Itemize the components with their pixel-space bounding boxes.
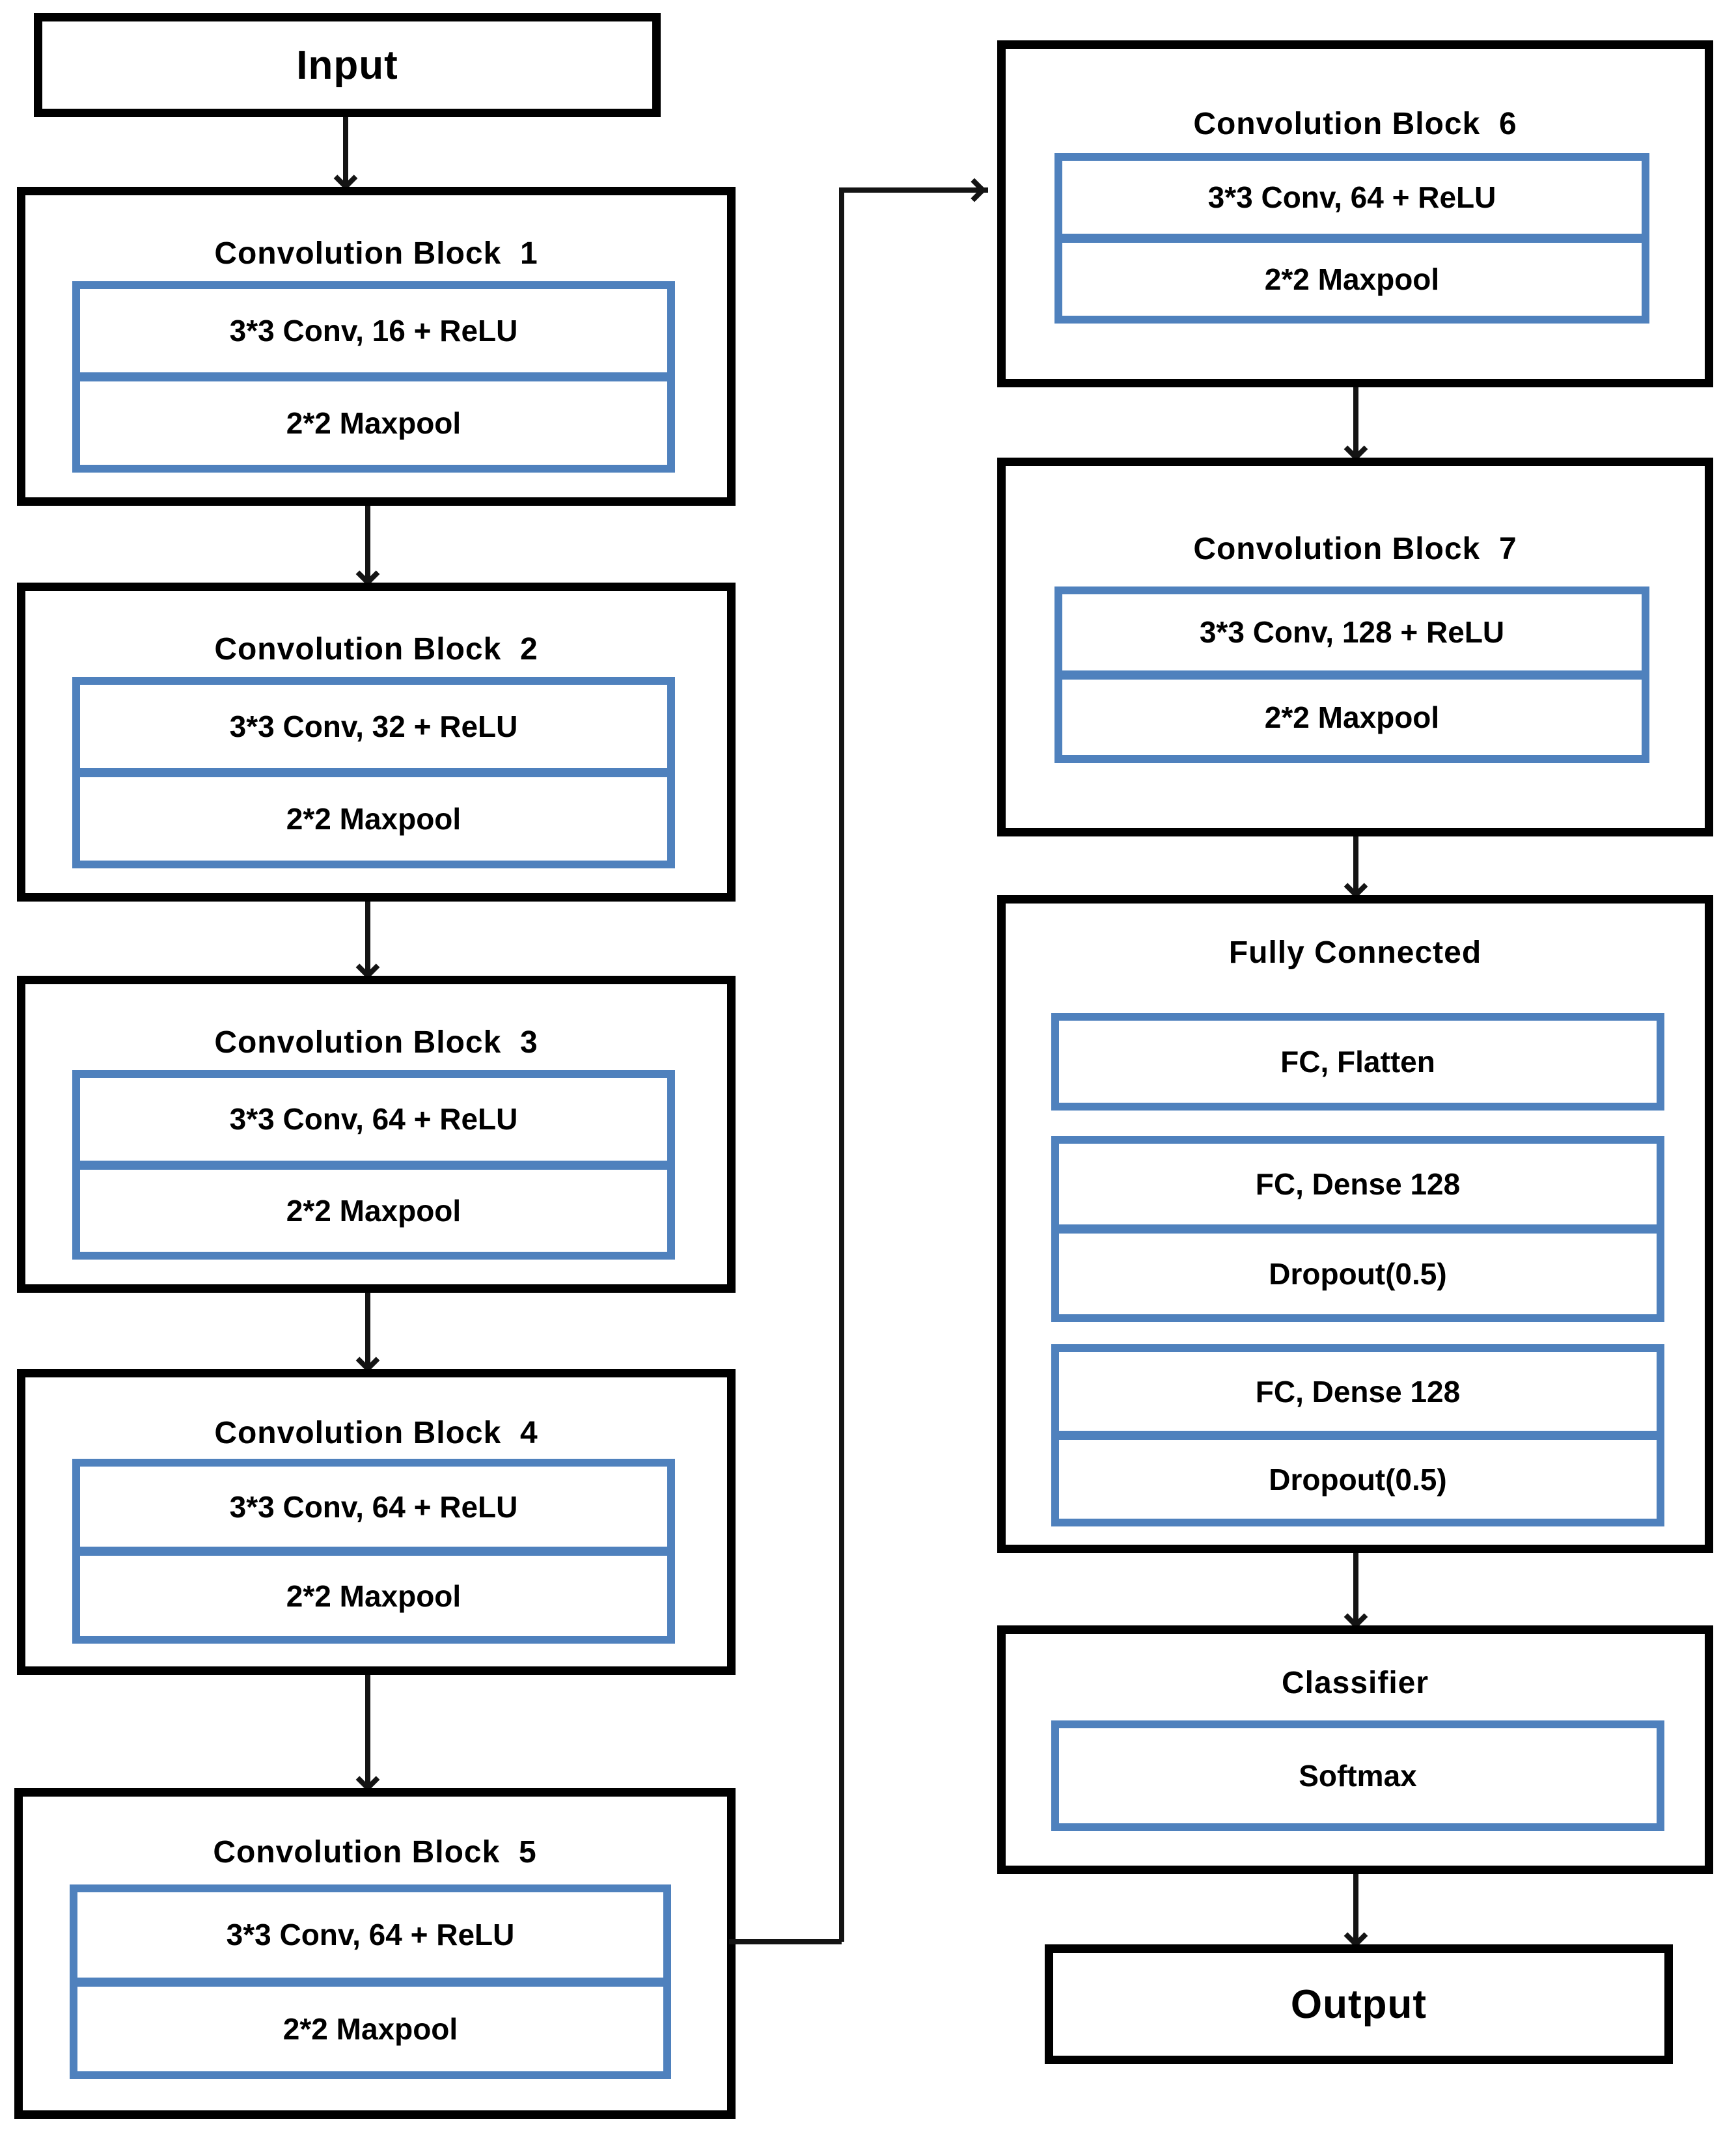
arrow-line [1353,836,1358,891]
arrow-line [343,117,348,183]
conv-layer: 3*3 Conv, 32 + ReLU [80,685,667,768]
block-title: Classifier [1281,1666,1429,1700]
block-title: Fully Connected [1228,935,1482,970]
arrow-line [1353,1874,1358,1940]
arrow-line [1353,1553,1358,1622]
output-label: Output [1290,1981,1427,2027]
arrow-right-icon [962,178,987,202]
conv-layer: 3*3 Conv, 64 + ReLU [80,1078,667,1161]
connector-segment-horizontal-bottom [729,1939,842,1944]
conv-layer: 3*3 Conv, 64 + ReLU [80,1467,667,1547]
input-box: Input [34,13,661,117]
input-label: Input [296,42,398,88]
softmax-layer: Softmax [1059,1728,1657,1823]
block-title: Convolution Block 6 [1193,107,1517,141]
output-box: Output [1045,1944,1673,2064]
layer-group: 3*3 Conv, 128 + ReLU 2*2 Maxpool [1054,586,1649,763]
block-title: Convolution Block 4 [214,1416,538,1450]
arrow-line [365,1293,370,1365]
maxpool-layer: 2*2 Maxpool [80,1547,667,1636]
arrow-block6-to-block7 [1343,387,1368,462]
conv-layer: 3*3 Conv, 64 + ReLU [77,1892,663,1978]
conv-block-1: Convolution Block 1 3*3 Conv, 16 + ReLU … [17,187,736,506]
conv-layer: 3*3 Conv, 64 + ReLU [1062,161,1642,234]
block-title: Convolution Block 1 [214,236,538,271]
arrow-input-to-block1 [333,117,358,191]
arrow-block1-to-block2 [355,506,380,586]
maxpool-layer: 2*2 Maxpool [80,1160,667,1252]
arrow-block2-to-block3 [355,902,380,980]
dense-layer: FC, Dense 128 [1059,1144,1657,1224]
maxpool-layer: 2*2 Maxpool [80,768,667,861]
layer-group: 3*3 Conv, 64 + ReLU 2*2 Maxpool [72,1070,675,1260]
flatten-layer: FC, Flatten [1059,1021,1657,1103]
conv-block-4: Convolution Block 4 3*3 Conv, 64 + ReLU … [17,1369,736,1675]
conv-block-6: Convolution Block 6 3*3 Conv, 64 + ReLU … [997,40,1713,387]
arrow-line [1353,387,1358,454]
layer-group: 3*3 Conv, 64 + ReLU 2*2 Maxpool [72,1459,675,1644]
arrow-block4-to-block5 [355,1675,380,1792]
dense-dropout-group-1: FC, Dense 128 Dropout(0.5) [1051,1136,1664,1322]
dense-layer: FC, Dense 128 [1059,1352,1657,1431]
conv-block-3: Convolution Block 3 3*3 Conv, 64 + ReLU … [17,976,736,1293]
maxpool-layer: 2*2 Maxpool [77,1977,663,2071]
maxpool-layer: 2*2 Maxpool [1062,234,1642,316]
arrow-line [365,506,370,579]
block-title: Convolution Block 3 [214,1025,538,1060]
connector-segment-horizontal-top [842,187,988,193]
arrow-classifier-to-output [1343,1874,1368,1948]
conv-layer: 3*3 Conv, 16 + ReLU [80,289,667,372]
arrow-block7-to-fully-connected [1343,836,1368,899]
conv-layer: 3*3 Conv, 128 + ReLU [1062,594,1642,670]
block-title: Convolution Block 2 [214,632,538,667]
conv-block-7: Convolution Block 7 3*3 Conv, 128 + ReLU… [997,458,1713,836]
conv-block-5: Convolution Block 5 3*3 Conv, 64 + ReLU … [14,1788,736,2119]
flatten-box: FC, Flatten [1051,1013,1664,1111]
conv-block-2: Convolution Block 2 3*3 Conv, 32 + ReLU … [17,583,736,902]
layer-group: 3*3 Conv, 32 + ReLU 2*2 Maxpool [72,677,675,868]
layer-group: 3*3 Conv, 16 + ReLU 2*2 Maxpool [72,281,675,473]
connector-segment-vertical [839,187,844,1942]
arrow-fully-connected-to-classifier [1343,1553,1368,1629]
fully-connected-block: Fully Connected FC, Flatten FC, Dense 12… [997,895,1713,1553]
maxpool-layer: 2*2 Maxpool [1062,670,1642,755]
layer-group: 3*3 Conv, 64 + ReLU 2*2 Maxpool [70,1884,671,2079]
dropout-layer: Dropout(0.5) [1059,1224,1657,1314]
layer-group: 3*3 Conv, 64 + ReLU 2*2 Maxpool [1054,153,1649,324]
softmax-box: Softmax [1051,1720,1664,1831]
block-title: Convolution Block 5 [213,1835,537,1870]
arrow-line [365,902,370,972]
maxpool-layer: 2*2 Maxpool [80,372,667,465]
arrow-line [365,1675,370,1784]
dropout-layer: Dropout(0.5) [1059,1431,1657,1519]
arrow-block3-to-block4 [355,1293,380,1373]
block-title: Convolution Block 7 [1193,532,1517,566]
dense-dropout-group-2: FC, Dense 128 Dropout(0.5) [1051,1344,1664,1526]
classifier-block: Classifier Softmax [997,1625,1713,1874]
